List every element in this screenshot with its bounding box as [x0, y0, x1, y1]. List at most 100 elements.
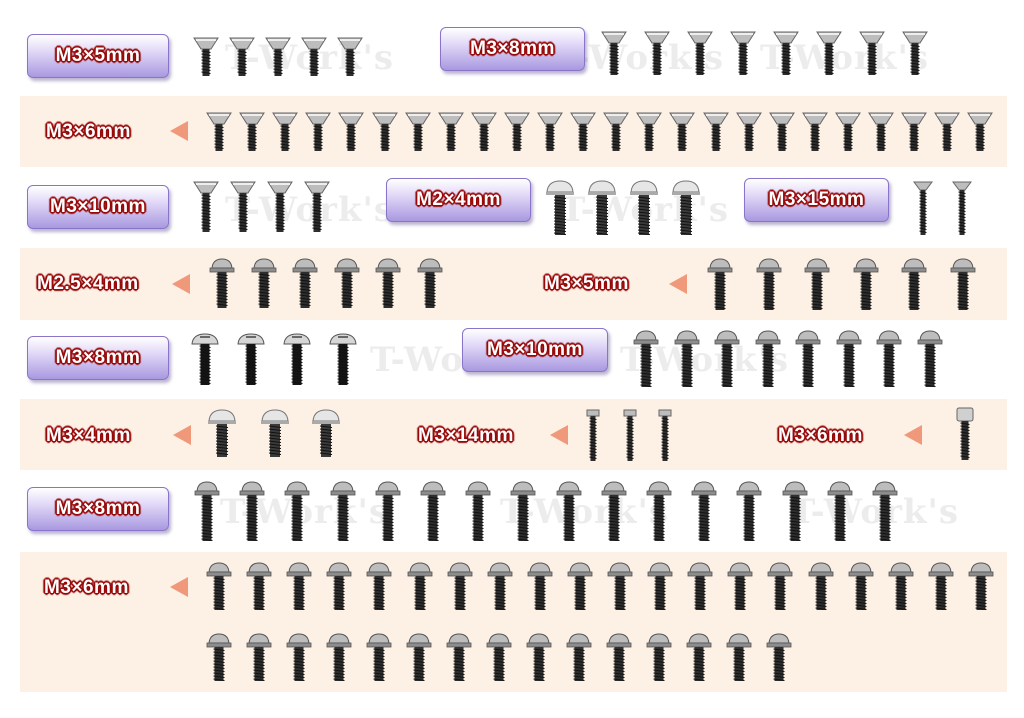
size-tag-m3x10: M3×10mm	[27, 185, 169, 229]
flanged-screw-icon	[714, 330, 740, 387]
size-label-m3x4: M3×4mm	[46, 425, 131, 446]
countersunk-screw-icon	[868, 112, 894, 151]
countersunk-screw-icon	[193, 181, 219, 232]
countersunk-screw-icon	[835, 112, 861, 151]
size-tag-m3x15: M3×15mm	[744, 178, 889, 222]
countersunk-screw-icon	[239, 112, 265, 151]
countersunk-screw-icon	[773, 31, 799, 75]
size-tag-m3x8: M3×8mm	[440, 27, 585, 71]
button-head-screw-icon	[329, 333, 357, 385]
button-head-screw-icon	[191, 333, 219, 385]
flanged-screw-icon	[848, 562, 874, 610]
flanged-screw-icon	[284, 481, 310, 541]
countersunk-screw-icon	[601, 31, 627, 75]
watermark-logo: T-Work's	[225, 190, 395, 230]
size-label: M3×15mm	[768, 189, 865, 210]
flanged-screw-icon	[876, 330, 902, 387]
flanged-screw-icon	[672, 180, 700, 235]
countersunk-screw-icon	[206, 112, 232, 151]
size-label: M3×10mm	[487, 339, 583, 360]
countersunk-screw-icon	[265, 37, 291, 76]
flanged-screw-icon	[286, 562, 312, 610]
flanged-screw-icon	[446, 633, 472, 681]
countersunk-screw-icon	[703, 112, 729, 151]
flanged-screw-icon	[687, 562, 713, 610]
flanged-screw-icon	[601, 481, 627, 541]
socket-cap-screw-icon	[956, 407, 974, 460]
flanged-screw-icon	[795, 330, 821, 387]
flanged-screw-icon	[950, 258, 976, 310]
countersunk-screw-icon	[304, 181, 330, 232]
flanged-screw-icon	[208, 409, 236, 457]
thin-screw-icon	[586, 409, 600, 461]
countersunk-screw-icon	[730, 31, 756, 75]
flanged-screw-icon	[292, 258, 318, 308]
flanged-screw-icon	[853, 258, 879, 310]
flanged-screw-icon	[968, 562, 994, 610]
size-label-m3x6-flat: M3×6mm	[778, 425, 863, 446]
countersunk-screw-icon	[504, 112, 530, 151]
countersunk-screw-icon	[229, 37, 255, 76]
button-head-screw-icon	[283, 333, 311, 385]
size-label: M3×8mm	[55, 347, 141, 368]
countersunk-screw-icon	[687, 31, 713, 75]
flanged-screw-icon	[326, 562, 352, 610]
flanged-screw-icon	[756, 258, 782, 310]
countersunk-screw-icon	[603, 112, 629, 151]
size-label: M3×5mm	[55, 45, 141, 66]
flanged-screw-icon	[755, 330, 781, 387]
countersunk-screw-icon	[570, 112, 596, 151]
arrow-icon	[550, 425, 568, 445]
flanged-screw-icon	[407, 562, 433, 610]
flanged-screw-icon	[872, 481, 898, 541]
size-tag-m2x4: M2×4mm	[386, 178, 531, 222]
flanged-screw-icon	[674, 330, 700, 387]
flanged-screw-icon	[630, 180, 658, 235]
flanged-screw-icon	[607, 562, 633, 610]
countersunk-screw-icon	[644, 31, 670, 75]
flanged-screw-icon	[312, 409, 340, 457]
flanged-screw-icon	[420, 481, 446, 541]
countersunk-screw-icon	[372, 112, 398, 151]
flanged-screw-icon	[417, 258, 443, 308]
flanged-screw-icon	[647, 562, 673, 610]
flanged-screw-icon	[566, 633, 592, 681]
flanged-screw-icon	[917, 330, 943, 387]
flanged-screw-icon	[239, 481, 265, 541]
flanged-screw-icon	[808, 562, 834, 610]
countersunk-screw-icon	[230, 181, 256, 232]
flanged-screw-icon	[286, 633, 312, 681]
flanged-screw-icon	[366, 633, 392, 681]
countersunk-screw-icon	[967, 112, 993, 151]
countersunk-screw-icon	[636, 112, 662, 151]
flanged-screw-icon	[928, 562, 954, 610]
countersunk-screw-icon	[272, 112, 298, 151]
flanged-screw-icon	[691, 481, 717, 541]
size-label-m2-5x4: M2.5×4mm	[37, 273, 139, 294]
countersunk-screw-icon	[859, 31, 885, 75]
arrow-icon	[170, 577, 188, 597]
flanged-screw-icon	[546, 180, 574, 235]
countersunk-screw-icon	[934, 112, 960, 151]
flanged-screw-icon	[330, 481, 356, 541]
countersunk-screw-icon	[337, 37, 363, 76]
countersunk-screw-icon	[438, 112, 464, 151]
arrow-icon	[173, 425, 191, 445]
thin-screw-icon	[623, 409, 637, 461]
size-label: M3×8mm	[55, 498, 141, 519]
flanged-screw-icon	[510, 481, 536, 541]
size-label-m3x6-flanged: M3×6mm	[44, 577, 129, 598]
flanged-screw-icon	[766, 633, 792, 681]
arrow-icon	[669, 274, 687, 294]
row-band-m3x6-flanged	[20, 552, 1007, 692]
size-tag-m3x8-button: M3×8mm	[27, 336, 169, 380]
flanged-screw-icon	[726, 633, 752, 681]
flanged-screw-icon	[261, 409, 289, 457]
flanged-screw-icon	[782, 481, 808, 541]
flanged-screw-icon	[567, 562, 593, 610]
countersunk-screw-icon	[305, 112, 331, 151]
countersunk-screw-icon	[901, 112, 927, 151]
flanged-screw-icon	[836, 330, 862, 387]
flanged-screw-icon	[804, 258, 830, 310]
flanged-screw-icon	[465, 481, 491, 541]
